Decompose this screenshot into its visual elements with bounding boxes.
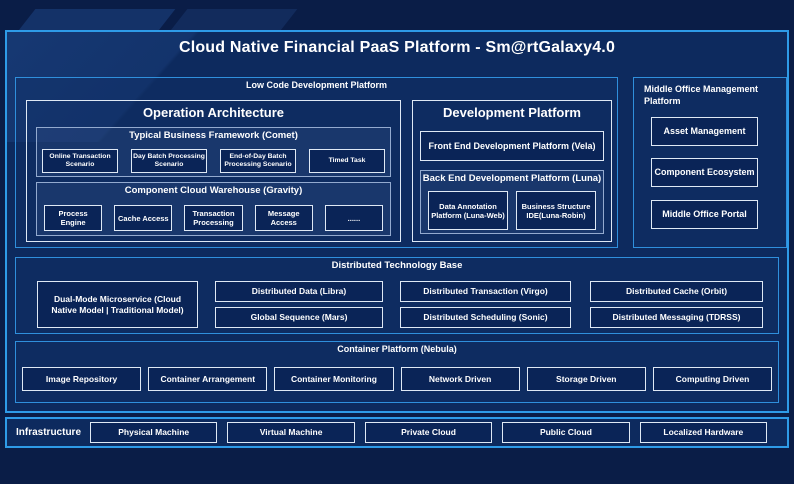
middle-office-item: Component Ecosystem (651, 158, 758, 187)
section-middle-office: Middle Office Management Platform Asset … (633, 77, 787, 248)
gravity-item: Cache Access (114, 205, 173, 231)
front-end-platform-box: Front End Development Platform (Vela) (420, 131, 604, 161)
gravity-items-row: Process Engine Cache Access Transaction … (44, 205, 384, 231)
distributed-label: Distributed Technology Base (331, 260, 463, 271)
section-infrastructure: Infrastructure Physical Machine Virtual … (5, 417, 789, 448)
decorative-stripe (16, 9, 176, 30)
back-end-items-row: Data Annotation Platform (Luna-Web) Busi… (428, 191, 596, 230)
operation-architecture-box: Operation Architecture Typical Business … (26, 100, 401, 242)
distributed-item: Distributed Scheduling (Sonic) (400, 307, 571, 328)
operation-architecture-title: Operation Architecture (142, 105, 285, 120)
comet-items-row: Online Transaction Scenario Day Batch Pr… (42, 149, 385, 173)
section-low-code-platform: Low Code Development Platform Operation … (15, 77, 618, 248)
middle-office-item: Asset Management (651, 117, 758, 146)
comet-item: Day Batch Processing Scenario (131, 149, 207, 173)
page-title: Cloud Native Financial PaaS Platform - S… (178, 39, 616, 56)
section-distributed-base: Distributed Technology Base Dual-Mode Mi… (15, 257, 779, 334)
decorative-stripe (168, 9, 298, 30)
infrastructure-item: Localized Hardware (639, 422, 768, 443)
gravity-item: Transaction Processing (184, 205, 243, 231)
container-platform-label: Container Platform (Nebula) (337, 344, 457, 354)
infrastructure-item: Public Cloud (502, 422, 630, 443)
container-item: Container Arrangement (148, 367, 268, 391)
development-platform-title: Development Platform (443, 105, 581, 120)
back-end-item: Data Annotation Platform (Luna-Web) (428, 191, 508, 230)
section-container-platform: Container Platform (Nebula) Image Reposi… (15, 341, 779, 403)
comet-item: Online Transaction Scenario (42, 149, 118, 173)
container-items-row: Image Repository Container Arrangement C… (22, 367, 773, 391)
infrastructure-item: Private Cloud (364, 422, 493, 443)
container-item: Container Monitoring (274, 367, 394, 391)
distributed-item: Global Sequence (Mars) (215, 307, 383, 328)
infrastructure-items-row: Physical Machine Virtual Machine Private… (90, 422, 768, 443)
gravity-item: ...... (324, 205, 384, 231)
development-platform-box: Development Platform Front End Developme… (412, 100, 612, 242)
distributed-item: Distributed Transaction (Virgo) (400, 281, 571, 302)
infrastructure-label: Infrastructure (16, 427, 82, 438)
main-panel: Cloud Native Financial PaaS Platform - S… (5, 30, 789, 413)
comet-title: Typical Business Framework (Comet) (129, 130, 298, 141)
top-decoration (0, 0, 794, 30)
gravity-item: Message Access (254, 205, 313, 231)
container-item: Image Repository (22, 367, 142, 391)
infrastructure-item: Physical Machine (90, 422, 218, 443)
comet-framework-box: Typical Business Framework (Comet) Onlin… (36, 127, 391, 177)
back-end-platform-box: Back End Development Platform (Luna) Dat… (420, 170, 604, 234)
low-code-label: Low Code Development Platform (245, 80, 388, 90)
distributed-item: Distributed Data (Libra) (215, 281, 383, 302)
middle-office-label: Middle Office Management Platform (644, 84, 759, 106)
container-item: Computing Driven (652, 367, 773, 391)
infrastructure-item: Virtual Machine (227, 422, 355, 443)
dual-mode-microservice-box: Dual-Mode Microservice (Cloud Native Mod… (37, 281, 198, 328)
gravity-item: Process Engine (44, 205, 103, 231)
container-item: Network Driven (400, 367, 520, 391)
container-item: Storage Driven (526, 367, 646, 391)
distributed-item: Distributed Messaging (TDRSS) (590, 307, 763, 328)
gravity-title: Component Cloud Warehouse (Gravity) (124, 185, 303, 196)
middle-office-item: Middle Office Portal (651, 200, 758, 229)
back-end-item: Business Structure IDE(Luna-Robin) (516, 191, 596, 230)
back-end-title: Back End Development Platform (Luna) (422, 173, 602, 184)
gravity-warehouse-box: Component Cloud Warehouse (Gravity) Proc… (36, 182, 391, 236)
comet-item: End-of-Day Batch Processing Scenario (220, 149, 296, 173)
comet-item: Timed Task (309, 149, 385, 173)
distributed-item: Distributed Cache (Orbit) (590, 281, 763, 302)
